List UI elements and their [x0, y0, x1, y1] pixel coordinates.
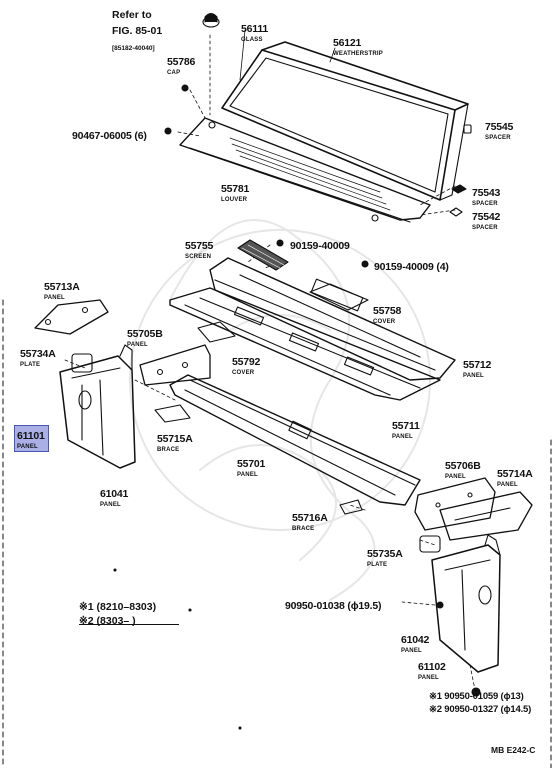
note-underline: [79, 624, 179, 625]
refer-note: Refer to FIG. 85-01 [85182-40040]: [112, 6, 162, 54]
panel-55714a: [439, 491, 533, 541]
brace-55715a: [154, 404, 191, 423]
callout-90950-c[interactable]: ※2 90950-01327 (ϕ14.5): [429, 704, 532, 715]
windshield-glass: [221, 49, 456, 201]
cover-plate: [309, 283, 369, 311]
screen-mesh: [237, 239, 289, 271]
right-side-panel: [431, 534, 501, 673]
watermark: [129, 219, 431, 601]
plate-55735a: [419, 535, 441, 553]
cover-55792: [197, 321, 236, 343]
plate-55734a: [71, 353, 93, 373]
callout-90467[interactable]: 90467-06005 (6): [72, 130, 147, 142]
cowl-louver: [179, 117, 431, 223]
left-side-panel: [59, 344, 136, 469]
note-series-1: ※1 (8210–8303): [79, 601, 157, 613]
panel-55706b: [414, 477, 496, 531]
refer-line1: Refer to: [112, 9, 152, 21]
callout-90159-b[interactable]: 90159-40009 (4): [374, 261, 449, 273]
weatherstrip: [261, 41, 469, 201]
panel-55713a: [34, 299, 109, 335]
cowl-middle-panel: [169, 287, 441, 401]
callout-90159-a[interactable]: 90159-40009: [290, 240, 350, 252]
panel-55705b: [139, 344, 211, 386]
refer-line2: FIG. 85-01: [112, 25, 163, 37]
figure-code: MB E242-C: [491, 745, 536, 755]
note-series-2: ※2 (8303– ): [79, 615, 136, 627]
callout-90950-a[interactable]: 90950-01038 (ϕ19.5): [285, 600, 382, 612]
callout-90950-b[interactable]: ※1 90950-01059 (ϕ13): [429, 691, 524, 702]
cowl-lower-panel: [169, 374, 421, 506]
refer-line3: [85182-40040]: [112, 45, 155, 52]
brace-55716a: [339, 499, 363, 515]
